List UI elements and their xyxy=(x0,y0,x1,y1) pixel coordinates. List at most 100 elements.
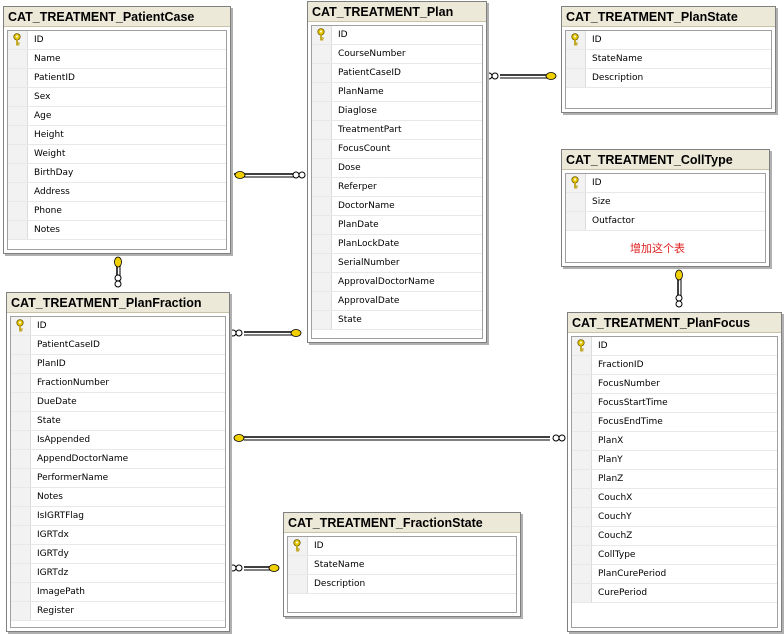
column-row[interactable]: BirthDay xyxy=(8,164,226,183)
rel-plan-planstate xyxy=(485,72,557,80)
primary-key-row[interactable]: ID xyxy=(8,31,226,50)
column-row[interactable]: CurePeriod xyxy=(572,584,777,603)
column-name: PatientID xyxy=(34,73,75,83)
column-row[interactable]: FocusCount xyxy=(312,140,482,159)
column-name: FocusStartTime xyxy=(598,398,668,408)
column-name: PlanLockDate xyxy=(338,239,400,249)
column-row[interactable]: PatientCaseID xyxy=(312,64,482,83)
column-row[interactable]: IsIGRTFlag xyxy=(11,507,225,526)
table-title: CAT_TREATMENT_PlanFocus xyxy=(568,313,781,333)
column-row[interactable]: PlanX xyxy=(572,432,777,451)
primary-key-row[interactable]: ID xyxy=(288,537,516,556)
column-row[interactable]: StateName xyxy=(288,556,516,575)
column-row[interactable]: Outfactor xyxy=(566,212,765,231)
column-row[interactable]: FractionID xyxy=(572,356,777,375)
column-row[interactable]: SerialNumber xyxy=(312,254,482,273)
column-name: BirthDay xyxy=(34,168,74,178)
row-selector xyxy=(11,583,31,601)
column-row[interactable]: Register xyxy=(11,602,225,621)
column-row[interactable]: PlanLockDate xyxy=(312,235,482,254)
column-row[interactable]: Address xyxy=(8,183,226,202)
column-row[interactable]: PlanZ xyxy=(572,470,777,489)
column-name: ID xyxy=(598,341,608,351)
column-name: ApprovalDoctorName xyxy=(338,277,435,287)
column-row[interactable]: PatientCaseID xyxy=(11,336,225,355)
column-row[interactable]: Dose xyxy=(312,159,482,178)
column-row[interactable]: Age xyxy=(8,107,226,126)
column-row[interactable]: PlanName xyxy=(312,83,482,102)
row-selector xyxy=(11,526,31,544)
column-row[interactable]: ImagePath xyxy=(11,583,225,602)
column-row[interactable]: Notes xyxy=(11,488,225,507)
column-row[interactable]: CouchZ xyxy=(572,527,777,546)
row-selector xyxy=(8,88,28,106)
column-row[interactable]: Description xyxy=(566,69,771,88)
column-row[interactable]: PerformerName xyxy=(11,469,225,488)
column-row[interactable]: CouchX xyxy=(572,489,777,508)
column-row[interactable]: FocusNumber xyxy=(572,375,777,394)
primary-key-row[interactable]: ID xyxy=(566,174,765,193)
column-row[interactable]: FocusEndTime xyxy=(572,413,777,432)
column-row[interactable]: ApprovalDate xyxy=(312,292,482,311)
row-selector xyxy=(312,273,332,291)
primary-key-row[interactable]: ID xyxy=(312,26,482,45)
key-icon xyxy=(11,317,31,335)
column-row[interactable]: State xyxy=(312,311,482,330)
column-row[interactable]: PlanCurePeriod xyxy=(572,565,777,584)
column-row[interactable]: DoctorName xyxy=(312,197,482,216)
primary-key-row[interactable]: ID xyxy=(566,31,771,50)
row-selector xyxy=(312,292,332,310)
column-row[interactable]: PlanY xyxy=(572,451,777,470)
column-row[interactable]: StateName xyxy=(566,50,771,69)
column-row[interactable]: IGRTdz xyxy=(11,564,225,583)
column-row[interactable]: DueDate xyxy=(11,393,225,412)
column-row[interactable]: FractionNumber xyxy=(11,374,225,393)
column-row[interactable]: CourseNumber xyxy=(312,45,482,64)
column-row[interactable]: IGRTdx xyxy=(11,526,225,545)
column-row[interactable]: ApprovalDoctorName xyxy=(312,273,482,292)
column-row[interactable]: Size xyxy=(566,193,765,212)
column-row[interactable]: Referper xyxy=(312,178,482,197)
column-row[interactable]: TreatmentPart xyxy=(312,121,482,140)
column-name: State xyxy=(338,315,362,325)
column-row[interactable]: Phone xyxy=(8,202,226,221)
column-row[interactable]: Name xyxy=(8,50,226,69)
column-row[interactable]: PatientID xyxy=(8,69,226,88)
column-row[interactable]: CollType xyxy=(572,546,777,565)
row-selector xyxy=(11,393,31,411)
column-row[interactable]: Sex xyxy=(8,88,226,107)
column-row[interactable]: AppendDoctorName xyxy=(11,450,225,469)
column-name: ID xyxy=(592,178,602,188)
primary-key-row[interactable]: ID xyxy=(11,317,225,336)
column-row[interactable]: PlanID xyxy=(11,355,225,374)
column-name: PlanName xyxy=(338,87,384,97)
column-row[interactable]: State xyxy=(11,412,225,431)
column-row[interactable]: Notes xyxy=(8,221,226,240)
column-row[interactable]: FocusStartTime xyxy=(572,394,777,413)
primary-key-row[interactable]: ID xyxy=(572,337,777,356)
column-row[interactable]: IGRTdy xyxy=(11,545,225,564)
column-row[interactable]: Height xyxy=(8,126,226,145)
row-selector xyxy=(11,412,31,430)
row-selector xyxy=(566,50,586,68)
column-row[interactable]: IsAppended xyxy=(11,431,225,450)
column-name: PlanX xyxy=(598,436,624,446)
column-row[interactable]: Weight xyxy=(8,145,226,164)
column-row[interactable]: PlanDate xyxy=(312,216,482,235)
column-row[interactable]: Diaglose xyxy=(312,102,482,121)
column-name: ImagePath xyxy=(37,587,85,597)
column-row[interactable]: CouchY xyxy=(572,508,777,527)
column-name: AppendDoctorName xyxy=(37,454,129,464)
column-row[interactable]: Description xyxy=(288,575,516,594)
